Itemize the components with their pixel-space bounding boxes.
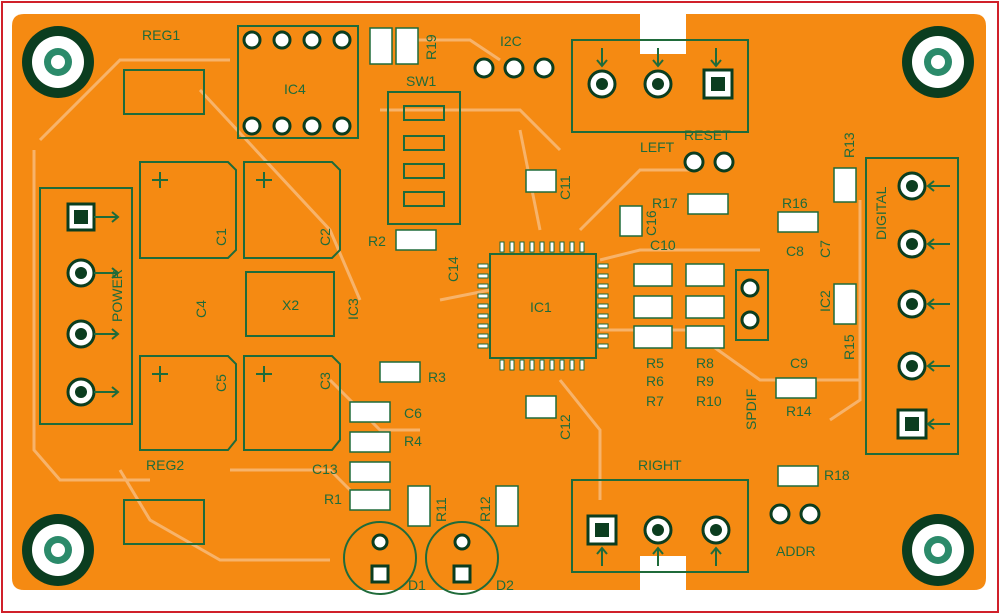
label-digital: DIGITAL bbox=[873, 186, 889, 240]
label-reset: RESET bbox=[684, 127, 731, 143]
silkscreen bbox=[39, 25, 959, 595]
label-ic2: IC2 bbox=[817, 290, 833, 312]
label-r13: R13 bbox=[841, 132, 857, 158]
label-r4: R4 bbox=[404, 433, 422, 449]
label-reg2: REG2 bbox=[146, 457, 184, 473]
through-hole-pads bbox=[66, 30, 928, 584]
smd-pad-group bbox=[349, 27, 857, 527]
label-reg1: REG1 bbox=[142, 27, 180, 43]
label-r3: R3 bbox=[428, 369, 446, 385]
label-r9: R9 bbox=[696, 373, 714, 389]
connector-arrows bbox=[94, 48, 950, 566]
label-c1: C1 bbox=[213, 228, 229, 246]
label-c2: C2 bbox=[317, 228, 333, 246]
label-x2: X2 bbox=[282, 297, 299, 313]
label-c5: C5 bbox=[213, 374, 229, 392]
label-r2: R2 bbox=[368, 233, 386, 249]
label-r19: R19 bbox=[423, 34, 439, 60]
label-c7: C7 bbox=[817, 240, 833, 258]
label-ic1: IC1 bbox=[530, 299, 552, 315]
label-r12: R12 bbox=[477, 496, 493, 522]
label-r1: R1 bbox=[324, 491, 342, 507]
ic1-pads bbox=[477, 241, 609, 371]
label-d2: D2 bbox=[496, 577, 514, 593]
label-d1: D1 bbox=[408, 577, 426, 593]
label-power: POWER bbox=[109, 269, 125, 322]
label-r8: R8 bbox=[696, 355, 714, 371]
polarity-marks bbox=[152, 172, 272, 382]
mounting-hole bbox=[902, 26, 974, 98]
label-c14: C14 bbox=[445, 256, 461, 282]
label-c6: C6 bbox=[404, 405, 422, 421]
label-c9: C9 bbox=[790, 355, 808, 371]
label-r18: R18 bbox=[824, 467, 850, 483]
label-r15: R15 bbox=[841, 334, 857, 360]
label-c10: C10 bbox=[650, 237, 676, 253]
label-r10: R10 bbox=[696, 393, 722, 409]
label-r6: R6 bbox=[646, 373, 664, 389]
trace-group bbox=[32, 38, 862, 562]
label-ic3: IC3 bbox=[345, 298, 361, 320]
label-r11: R11 bbox=[433, 497, 449, 522]
label-spdif: SPDIF bbox=[743, 389, 759, 430]
label-left: LEFT bbox=[640, 139, 675, 155]
mounting-hole bbox=[22, 514, 94, 586]
label-r5: R5 bbox=[646, 355, 664, 371]
label-right: RIGHT bbox=[638, 457, 682, 473]
label-ic4: IC4 bbox=[284, 81, 306, 97]
silkscreen-labels: REG1 REG2 IC4 SW1 R19 I2C LEFT RESET POW… bbox=[109, 27, 889, 593]
label-c3: C3 bbox=[317, 372, 333, 390]
label-r17: R17 bbox=[652, 195, 678, 211]
label-sw1: SW1 bbox=[406, 73, 437, 89]
mounting-hole bbox=[22, 26, 94, 98]
label-c16: C16 bbox=[643, 210, 659, 236]
label-r14: R14 bbox=[786, 403, 812, 419]
label-addr: ADDR bbox=[776, 543, 816, 559]
label-c8: C8 bbox=[786, 243, 804, 259]
copper-notch-top bbox=[640, 14, 686, 54]
label-r7: R7 bbox=[646, 393, 664, 409]
label-r16: R16 bbox=[782, 195, 808, 211]
label-c11: C11 bbox=[557, 175, 573, 200]
label-c13: C13 bbox=[312, 461, 338, 477]
label-c12: C12 bbox=[557, 414, 573, 440]
label-c4: C4 bbox=[193, 300, 209, 318]
label-i2c: I2C bbox=[500, 33, 522, 49]
copper-pour-left bbox=[12, 14, 640, 590]
mounting-hole bbox=[902, 514, 974, 586]
